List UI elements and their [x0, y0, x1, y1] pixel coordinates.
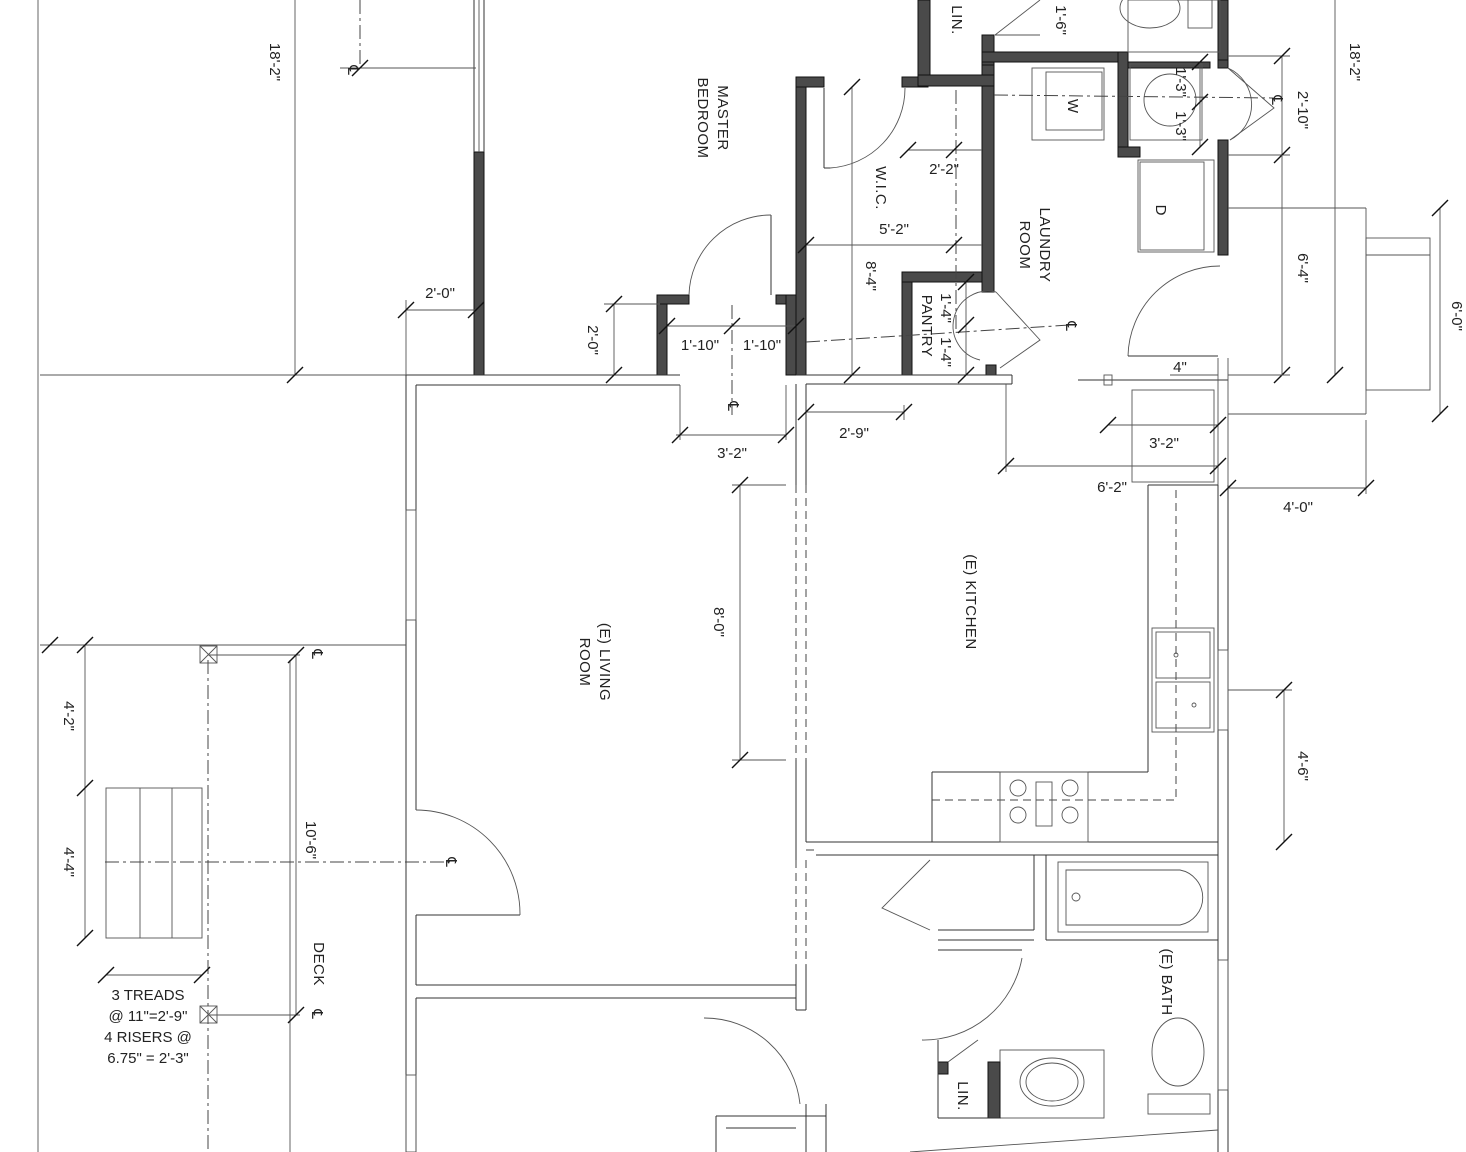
dim-10-6: 10'-6": [302, 821, 319, 859]
dim-18-2-left: 18'-2": [266, 43, 283, 81]
wic-door: [823, 87, 906, 169]
stair-note-line3: 4 RISERS @: [104, 1029, 192, 1046]
dim-1-6: 1'-6": [1052, 5, 1069, 35]
dim-18-2-right: 18'-2": [1346, 43, 1363, 81]
cl-mark-4: ℄: [1268, 94, 1285, 105]
dim-1-3-b: 1'-3": [1172, 111, 1189, 141]
dim-5-2: 5'-2": [879, 221, 909, 238]
stair-note-line4: 6.75" = 2'-3": [107, 1050, 188, 1067]
kitchen-label: (E) KITCHEN: [962, 554, 979, 650]
dim-4-0: 4'-0": [1283, 499, 1313, 516]
dim-6-4: 6'-4": [1294, 253, 1311, 283]
dim-2-9: 2'-9": [839, 425, 869, 442]
cl-mark-5: ℄: [308, 648, 325, 659]
cl-mark-1: ℄: [344, 64, 361, 75]
dimension-labels: 18'-2" 18'-2" 2'-0" 2'-0" 1'-10" 1'-10" …: [60, 5, 1465, 877]
dim-1-4-a: 1'-4": [937, 293, 954, 323]
deck: [40, 644, 406, 1152]
wic-label: W.I.C.: [872, 166, 889, 210]
bath-label: (E) BATH: [1158, 948, 1175, 1015]
dim-8-4: 8'-4": [862, 261, 879, 291]
room-labels: MASTERBEDROOM W.I.C. LAUNDRYROOM PANTRY …: [310, 5, 1175, 1111]
dim-2-10: 2'-10": [1294, 91, 1311, 129]
master-bedroom-line1: MASTER: [714, 85, 731, 151]
dim-4-top: 4": [1173, 359, 1187, 376]
kitchen-counters: [931, 484, 1218, 843]
dryer: [1137, 159, 1215, 253]
deck-stair: [105, 787, 203, 939]
dim-6-2: 6'-2": [1097, 479, 1127, 496]
lin-top-label: LIN.: [948, 5, 965, 35]
dim-8-0: 8'-0": [710, 607, 727, 637]
dim-2-2: 2'-2": [929, 161, 959, 178]
stair-note: 3 TREADS @ 11"=2'-9" 4 RISERS @ 6.75" = …: [104, 987, 192, 1067]
top-fixtures: [994, 0, 1221, 141]
living-line1: (E) LIVING: [596, 623, 613, 701]
centerline-marks: ℄ ℄ ℄ ℄ ℄ ℄ ℄: [308, 64, 1285, 1019]
dim-4-2: 4'-2": [60, 701, 77, 731]
dim-2-0-a: 2'-0": [425, 285, 455, 302]
cl-mark-7: ℄: [308, 1008, 325, 1019]
center-lines: [105, 0, 1276, 863]
bath-area: [881, 854, 1219, 1152]
lin-bottom-label: LIN.: [954, 1081, 971, 1111]
dim-4-6: 4'-6": [1294, 751, 1311, 781]
front-door: [415, 809, 521, 916]
dim-1-3-a: 1'-3": [1172, 67, 1189, 97]
closet-walls: [656, 0, 1229, 376]
pantry-door: [952, 290, 1041, 369]
dim-3-2-a: 3'-2": [717, 445, 747, 462]
appliance-labels: W D: [1064, 99, 1169, 216]
pantry-label: PANTRY: [918, 295, 935, 357]
master-bedroom-label: MASTERBEDROOM: [694, 77, 731, 158]
laundry-door: [1127, 265, 1221, 357]
dim-2-0-b: 2'-0": [584, 325, 601, 355]
closet-door: [688, 214, 772, 296]
stair-note-line2: @ 11"=2'-9": [109, 1008, 188, 1025]
cl-mark-6: ℄: [442, 856, 459, 867]
outer-guide-lines: [37, 0, 291, 1152]
lower-door: [703, 1017, 827, 1152]
dim-3-2-b: 3'-2": [1149, 435, 1179, 452]
master-bedroom-walls: [40, 0, 680, 376]
right-stair: [1365, 237, 1431, 391]
washer-label: W: [1064, 99, 1081, 114]
laundry-outline: [796, 207, 1367, 485]
dim-1-10-a: 1'-10": [681, 337, 719, 354]
stair-note-line1: 3 TREADS: [111, 987, 184, 1004]
dim-1-10-b: 1'-10": [743, 337, 781, 354]
dryer-label: D: [1152, 205, 1169, 216]
master-bedroom-line2: BEDROOM: [694, 77, 711, 158]
living-line2: ROOM: [576, 638, 593, 687]
dimension-lines: [41, 0, 1449, 1024]
dim-1-4-b: 1'-4": [937, 337, 954, 367]
living-label: (E) LIVINGROOM: [576, 623, 613, 701]
laundry-line2: ROOM: [1016, 221, 1033, 270]
deck-label: DECK: [310, 942, 327, 986]
dim-6-0: 6'-0": [1448, 301, 1465, 331]
washer: [1031, 67, 1105, 141]
cl-mark-2: ℄: [724, 400, 741, 411]
cl-mark-3: ℄: [1062, 320, 1079, 331]
laundry-line1: LAUNDRY: [1036, 208, 1053, 283]
laundry-rear-door: [1227, 67, 1275, 141]
laundry-label: LAUNDRYROOM: [1016, 208, 1053, 283]
dim-4-4: 4'-4": [60, 847, 77, 877]
